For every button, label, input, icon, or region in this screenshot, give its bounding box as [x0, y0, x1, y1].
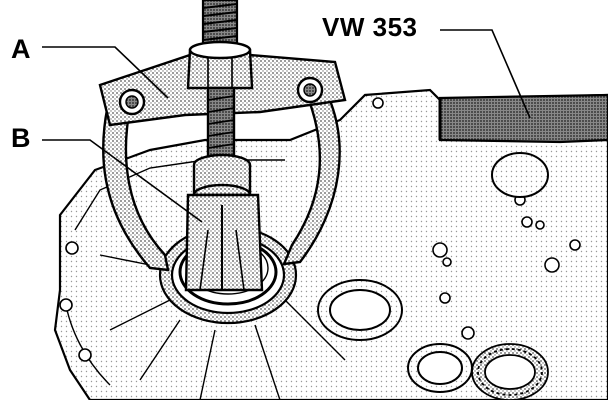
leader-line-a: [42, 46, 169, 99]
callout-label-a: A: [11, 34, 31, 64]
leader-lines: [42, 29, 531, 223]
collet-b: [184, 153, 264, 292]
roller-bearing: [471, 343, 549, 400]
leader-line-b: [42, 139, 203, 223]
tool-vw353-bar: [438, 93, 608, 144]
leader-line-vw353: [440, 29, 531, 119]
callout-label-tool: VW 353: [322, 12, 418, 42]
housing-ribs: [99, 254, 346, 400]
housing-bolts: [59, 97, 581, 362]
puller-a: [98, 40, 347, 272]
callout-label-b: B: [11, 123, 31, 153]
bearing-bores: [317, 152, 549, 393]
